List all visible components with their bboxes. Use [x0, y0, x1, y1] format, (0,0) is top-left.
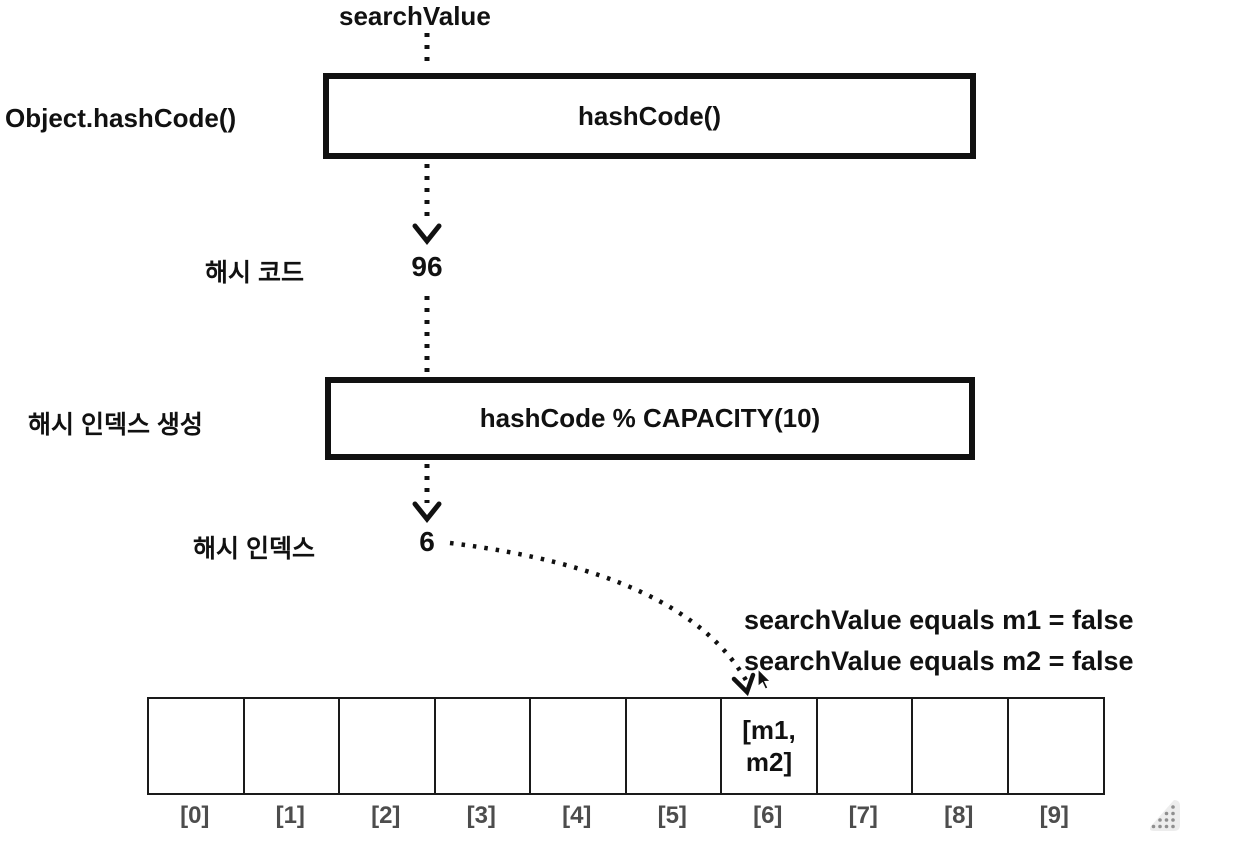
- hashcode-box: hashCode(): [323, 73, 976, 159]
- arrowhead-down-icon: [412, 501, 442, 524]
- array-index-label: [8]: [944, 802, 974, 829]
- array-cell-6: [m1, m2]: [720, 697, 818, 795]
- arrowhead-down-icon: [412, 223, 442, 246]
- compare-m2-result: searchValue equals m2 = false: [744, 646, 1134, 676]
- hash-code-value: 96: [411, 251, 443, 282]
- hash-index-side-label: 해시 인덱스: [193, 535, 315, 563]
- array-cell-9: [1006, 697, 1105, 795]
- dotted-curve-6-to-bucket: [449, 540, 749, 684]
- array-index-label: [0]: [180, 802, 210, 829]
- object-hashcode-side-label: Object.hashCode(): [5, 103, 237, 133]
- array-index-label: [3]: [466, 802, 496, 829]
- array-index-label: [1]: [275, 802, 305, 829]
- hash-index-gen-side-label: 해시 인덱스 생성: [28, 411, 203, 439]
- hash-index-value: 6: [419, 526, 435, 557]
- hashcode-box-label: hashCode(): [578, 100, 721, 131]
- resize-handle-icon[interactable]: [1149, 800, 1180, 831]
- array-cell-1: [242, 697, 341, 795]
- array-index-label: [2]: [371, 802, 401, 829]
- modulo-box: hashCode % CAPACITY(10): [325, 377, 975, 460]
- modulo-box-label: hashCode % CAPACITY(10): [479, 403, 821, 433]
- bucket-array: [m1, m2]: [147, 697, 1105, 795]
- hash-code-side-label: 해시 코드: [205, 259, 304, 287]
- array-cell-5: [624, 697, 723, 795]
- array-index-label: [6]: [753, 802, 783, 829]
- array-cell-2: [338, 697, 436, 795]
- arrowhead-curve-icon: [731, 672, 756, 697]
- search-value-label: searchValue: [339, 1, 491, 31]
- array-index-label: [5]: [657, 802, 687, 829]
- compare-m1-result: searchValue equals m1 = false: [744, 605, 1134, 635]
- array-cell-7: [815, 697, 914, 795]
- array-index-label: [9]: [1039, 802, 1069, 829]
- array-index-label: [4]: [562, 802, 592, 829]
- array-cell-3: [433, 697, 532, 795]
- array-index-label: [7]: [848, 802, 878, 829]
- array-cell-8: [911, 697, 1009, 795]
- bucket-array-indices: [0] [1] [2] [3] [4] [5] [6] [7] [8] [9]: [147, 802, 1102, 830]
- array-cell-4: [529, 697, 627, 795]
- array-cell-0: [147, 697, 245, 795]
